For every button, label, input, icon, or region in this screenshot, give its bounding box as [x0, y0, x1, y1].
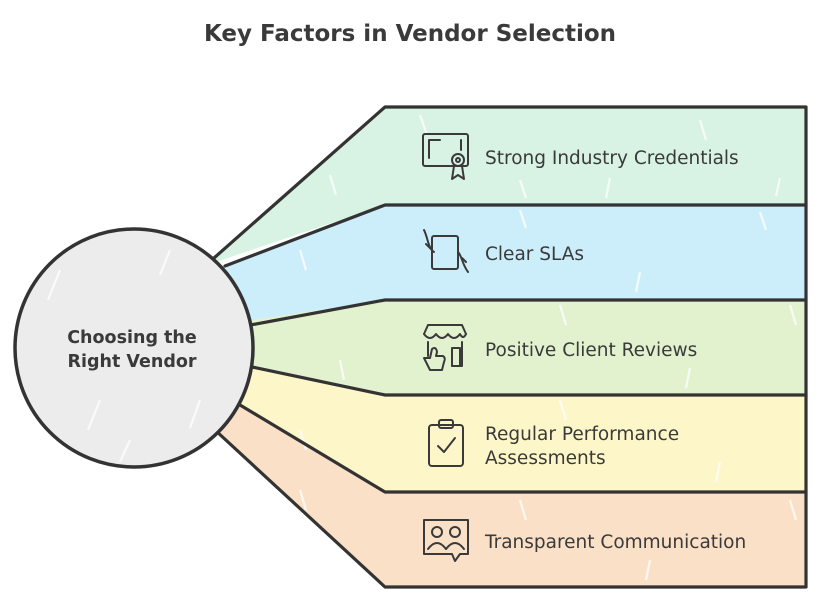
center-label-line1: Choosing the [67, 328, 197, 348]
diagram-title: Key Factors in Vendor Selection [204, 21, 616, 47]
segment-clear-slas [225, 205, 806, 326]
factor-label-strong-industry-credentials: Strong Industry Credentials [485, 148, 739, 169]
segment-outlines [212, 105, 808, 589]
factor-label-regular-performance-line2: Assessments [485, 448, 606, 469]
factor-label-positive-client-reviews: Positive Client Reviews [485, 340, 697, 361]
hatch-texture [298, 114, 798, 581]
factor-label-clear-slas: Clear SLAs [485, 244, 584, 265]
people-chat-icon [423, 519, 469, 562]
clipboard-check-icon [428, 419, 464, 467]
factor-label-regular-performance-line1: Regular Performance [485, 424, 679, 445]
center-circle [13, 227, 255, 469]
center-label-line2: Right Vendor [67, 352, 196, 372]
center-hatch [46, 249, 202, 463]
factor-label-transparent-communication: Transparent Communication [484, 532, 746, 553]
segment-positive-client-reviews [252, 300, 806, 395]
segment-strong-industry-credentials [214, 107, 806, 262]
storefront-thumbs-up-icon [423, 324, 467, 371]
segment-regular-performance-assessments [240, 367, 806, 492]
certificate-icon [422, 133, 469, 180]
document-handshake-icon [423, 229, 469, 273]
segment-transparent-communication [215, 405, 806, 587]
